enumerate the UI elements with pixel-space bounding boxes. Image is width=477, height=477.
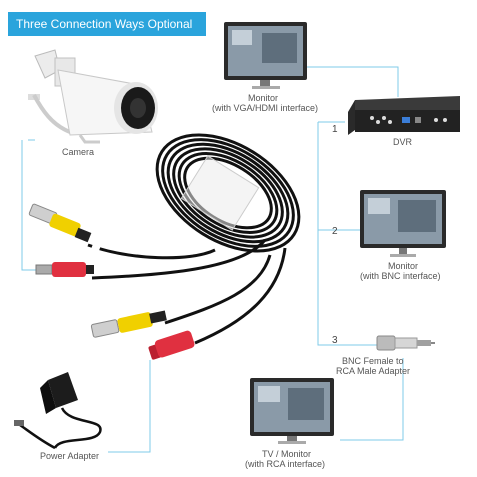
adapter-title: BNC Female to <box>342 356 404 366</box>
monitor-vga-title: Monitor <box>248 93 279 103</box>
step-3: 3 <box>332 335 338 346</box>
dvr-label: DVR <box>393 137 413 147</box>
power-plug-bottom <box>148 330 195 360</box>
power-plug-top <box>35 262 94 277</box>
power-adapter-label: Power Adapter <box>40 451 100 461</box>
step-1: 1 <box>332 124 338 135</box>
adapter-image <box>376 335 435 351</box>
monitor-bnc-image <box>360 190 446 257</box>
monitor-vga-sub: (with VGA/HDMI interface) <box>212 103 319 113</box>
banner-title: Three Connection Ways Optional <box>8 12 206 36</box>
tv-title: TV / Monitor <box>262 449 312 459</box>
bnc-plug-top <box>28 203 92 243</box>
cable-ends <box>87 239 287 345</box>
monitor-bnc-title: Monitor <box>388 261 419 271</box>
cable-coil-image <box>155 133 301 253</box>
adapter-sub: RCA Male Adapter <box>336 366 411 376</box>
connector-lines <box>21 12 404 453</box>
power-adapter-image <box>14 372 102 450</box>
camera-image <box>28 49 158 144</box>
monitor-vga-image <box>224 22 307 89</box>
monitor-bnc-sub: (with BNC interface) <box>360 271 441 281</box>
step-2: 2 <box>332 226 338 237</box>
bnc-plug-bottom <box>90 310 167 338</box>
camera-label: Camera <box>62 147 95 157</box>
tv-sub: (with RCA interface) <box>245 459 326 469</box>
dvr-image <box>348 96 460 135</box>
tv-image <box>250 378 334 444</box>
